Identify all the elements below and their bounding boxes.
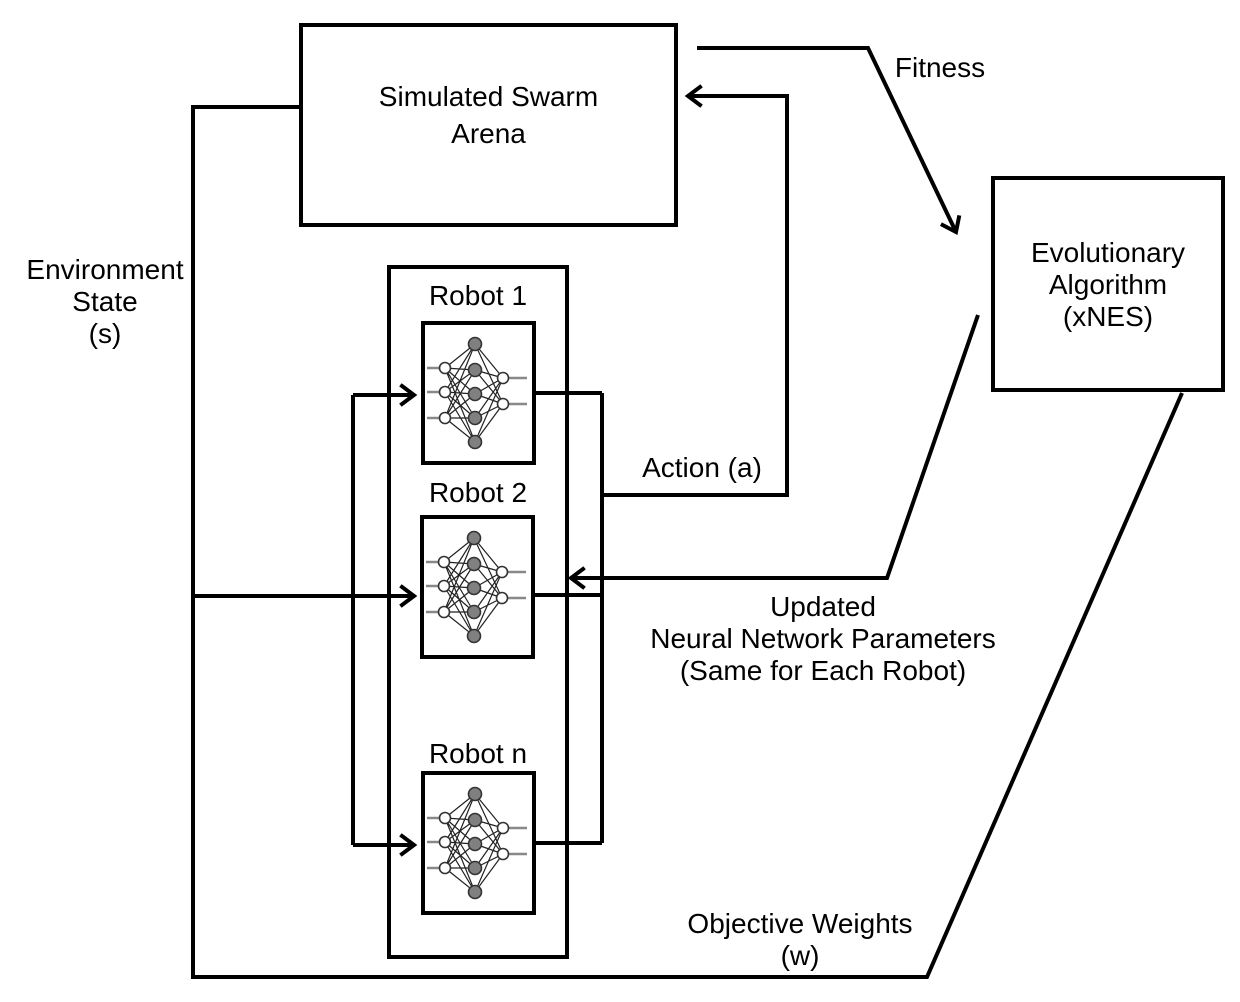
evolutionary-algorithm-box-label: Evolutionary Algorithm (xNES) xyxy=(993,237,1223,333)
fitness-label: Fitness xyxy=(894,52,986,83)
environment-state-label: Environment State (s) xyxy=(26,254,184,349)
fitness-arrow xyxy=(697,46,962,236)
robot1-label: Robot 1 xyxy=(428,280,528,311)
ea-label-line3: (xNES) xyxy=(1062,301,1154,332)
robot2-label: Robot 2 xyxy=(428,477,528,508)
ea-label-line2: Algorithm xyxy=(1048,269,1168,300)
arena-label-line2: Arena xyxy=(451,118,526,149)
arena-box-label: Simulated Swarm Arena xyxy=(301,78,676,152)
robot2-neural-network-icon xyxy=(420,515,535,659)
simulated-swarm-arena-box xyxy=(299,23,678,227)
robot1-neural-network-icon xyxy=(421,321,536,465)
objective-weights-label: Objective Weights (w) xyxy=(687,908,913,971)
action-arrow xyxy=(602,84,789,497)
robotn-neural-network-icon xyxy=(421,771,536,915)
updated-parameters-arrow xyxy=(567,314,980,590)
robotn-label: Robot n xyxy=(428,738,528,769)
evolutionary-algorithm-box xyxy=(991,176,1225,392)
arena-label-line1: Simulated Swarm xyxy=(378,81,599,112)
updated-parameters-label: Updated Neural Network Parameters (Same … xyxy=(650,591,996,686)
action-label: Action (a) xyxy=(642,452,762,483)
ea-label-line1: Evolutionary xyxy=(1030,237,1186,268)
environment-state-objective-weights-line xyxy=(191,105,1184,979)
